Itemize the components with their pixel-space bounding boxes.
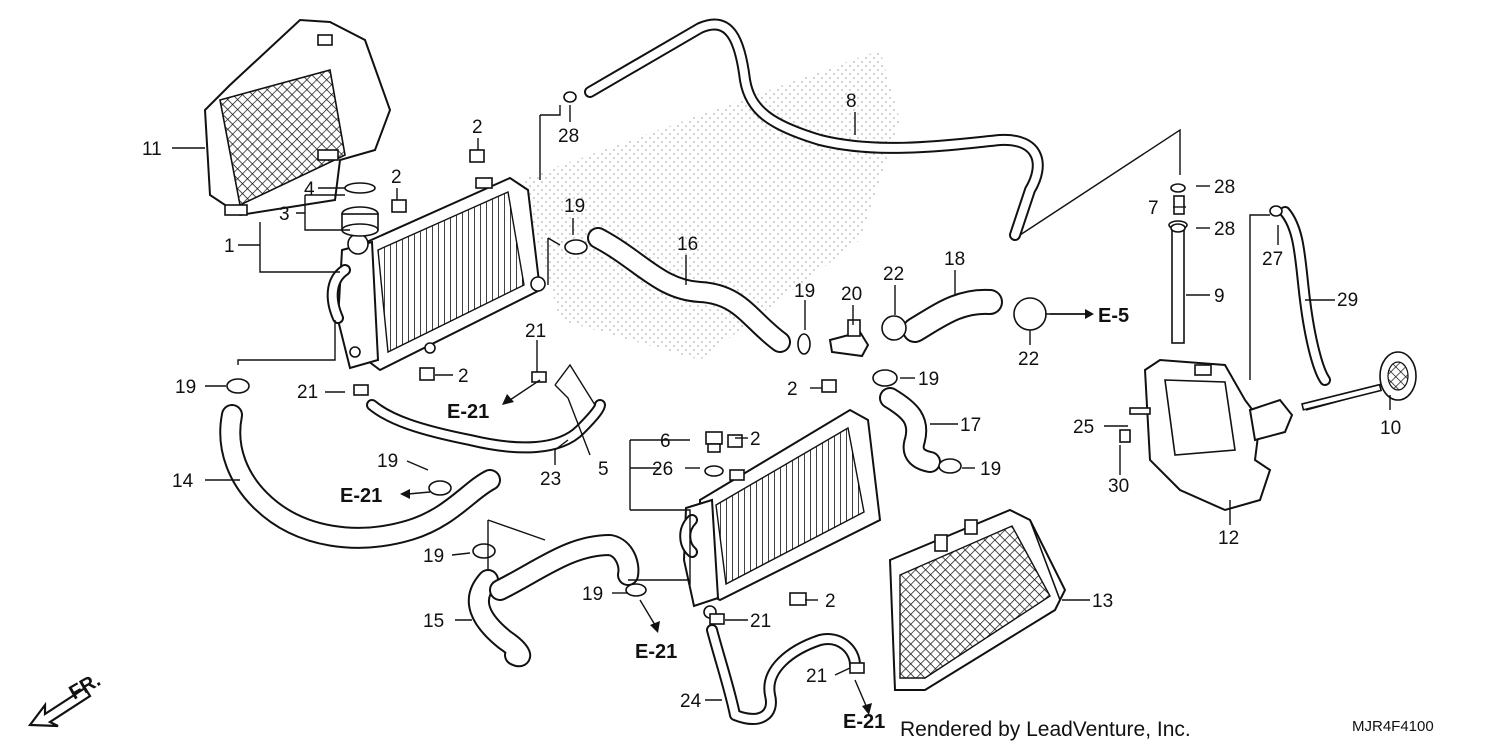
- rendered-by-credit: Rendered by LeadVenture, Inc.: [900, 718, 1191, 741]
- callout-11: 11: [142, 139, 162, 160]
- callout-19h: 19: [582, 584, 603, 605]
- callout-19a: 19: [564, 196, 585, 217]
- callout-2c: 2: [458, 366, 469, 387]
- cap-seal[interactable]: [344, 182, 376, 194]
- callout-labels: 11 3 4 1 2 2 28 2 19 16 8 19 20 22 18 E-…: [142, 91, 1401, 733]
- callout-10: 10: [1380, 418, 1401, 439]
- callout-15: 15: [423, 611, 444, 632]
- callout-2e: 2: [750, 429, 761, 450]
- callout-18: 18: [944, 249, 965, 270]
- reference-e21c: E-21: [635, 641, 677, 663]
- drain-bolt[interactable]: [705, 431, 723, 453]
- watermark-wing: [520, 50, 900, 360]
- callout-8: 8: [846, 91, 857, 112]
- upper-radiator[interactable]: [326, 176, 546, 372]
- callout-19e: 19: [175, 377, 196, 398]
- lower-radiator-grille[interactable]: [888, 508, 1067, 691]
- callout-16: 16: [677, 234, 698, 255]
- reference-e21d: E-21: [843, 711, 885, 733]
- callout-7: 7: [1148, 198, 1159, 219]
- callout-26: 26: [652, 459, 673, 480]
- callout-19d: 19: [980, 459, 1001, 480]
- callout-19b: 19: [794, 281, 815, 302]
- water-joint[interactable]: [828, 319, 870, 358]
- callout-2f: 2: [825, 591, 836, 612]
- callout-21d: 21: [806, 666, 827, 687]
- front-direction-marker: FR.: [27, 669, 104, 728]
- diagram-code: MJR4F4100: [1352, 718, 1434, 735]
- callout-5: 5: [598, 459, 609, 480]
- reference-arrows: [400, 309, 1094, 715]
- callout-28c: 28: [1214, 219, 1235, 240]
- callout-23: 23: [540, 469, 561, 490]
- callout-27: 27: [1262, 249, 1283, 270]
- callout-21a: 21: [297, 382, 318, 403]
- callout-21c: 21: [750, 611, 771, 632]
- callout-4: 4: [304, 179, 315, 200]
- reference-e21b: E-21: [340, 485, 382, 507]
- reserve-tank[interactable]: [1143, 358, 1294, 512]
- radiator-cap[interactable]: [341, 206, 379, 237]
- callout-19g: 19: [423, 546, 444, 567]
- drain-washer[interactable]: [704, 465, 724, 477]
- upper-radiator-grille[interactable]: [203, 18, 392, 217]
- callout-22a: 22: [883, 264, 904, 285]
- callout-19c: 19: [918, 369, 939, 390]
- callout-28b: 28: [1214, 177, 1235, 198]
- water-hose-18[interactable]: [902, 288, 1003, 343]
- reserve-tank-tube[interactable]: [1168, 220, 1188, 344]
- water-hose-17[interactable]: [879, 387, 941, 473]
- radiator-hose-left[interactable]: [219, 404, 501, 549]
- callout-2a: 2: [472, 117, 483, 138]
- dipstick[interactable]: [1301, 351, 1417, 411]
- callout-20: 20: [841, 284, 862, 305]
- callout-28a: 28: [558, 126, 579, 147]
- callout-25: 25: [1073, 417, 1094, 438]
- bypass-hose-24[interactable]: [706, 624, 861, 725]
- leader-lines: [172, 105, 1391, 701]
- callout-2b: 2: [391, 167, 402, 188]
- callout-21b: 21: [525, 321, 546, 342]
- bypass-hose-23[interactable]: [366, 399, 606, 454]
- callout-12: 12: [1218, 528, 1239, 549]
- callout-19f: 19: [377, 451, 398, 472]
- callout-9: 9: [1214, 286, 1225, 307]
- fitting-7[interactable]: [1173, 195, 1185, 215]
- radiator-hose-lower[interactable]: [468, 534, 640, 668]
- tank-hose-29[interactable]: [1279, 206, 1331, 386]
- callout-6: 6: [660, 431, 671, 452]
- callout-1: 1: [224, 236, 235, 257]
- callout-30: 30: [1108, 476, 1129, 497]
- callout-3: 3: [279, 204, 290, 225]
- reference-e5: E-5: [1098, 305, 1129, 327]
- callout-29: 29: [1337, 290, 1358, 311]
- radiator-hose-upper[interactable]: [587, 227, 791, 353]
- callout-17: 17: [960, 415, 981, 436]
- reference-e21a: E-21: [447, 401, 489, 423]
- callout-14: 14: [172, 471, 194, 492]
- callout-22b: 22: [1018, 349, 1039, 370]
- callout-13: 13: [1092, 591, 1113, 612]
- callout-2d: 2: [787, 379, 798, 400]
- lower-radiator[interactable]: [679, 408, 882, 619]
- callout-24: 24: [680, 691, 702, 712]
- overflow-hose-long[interactable]: [584, 18, 1044, 241]
